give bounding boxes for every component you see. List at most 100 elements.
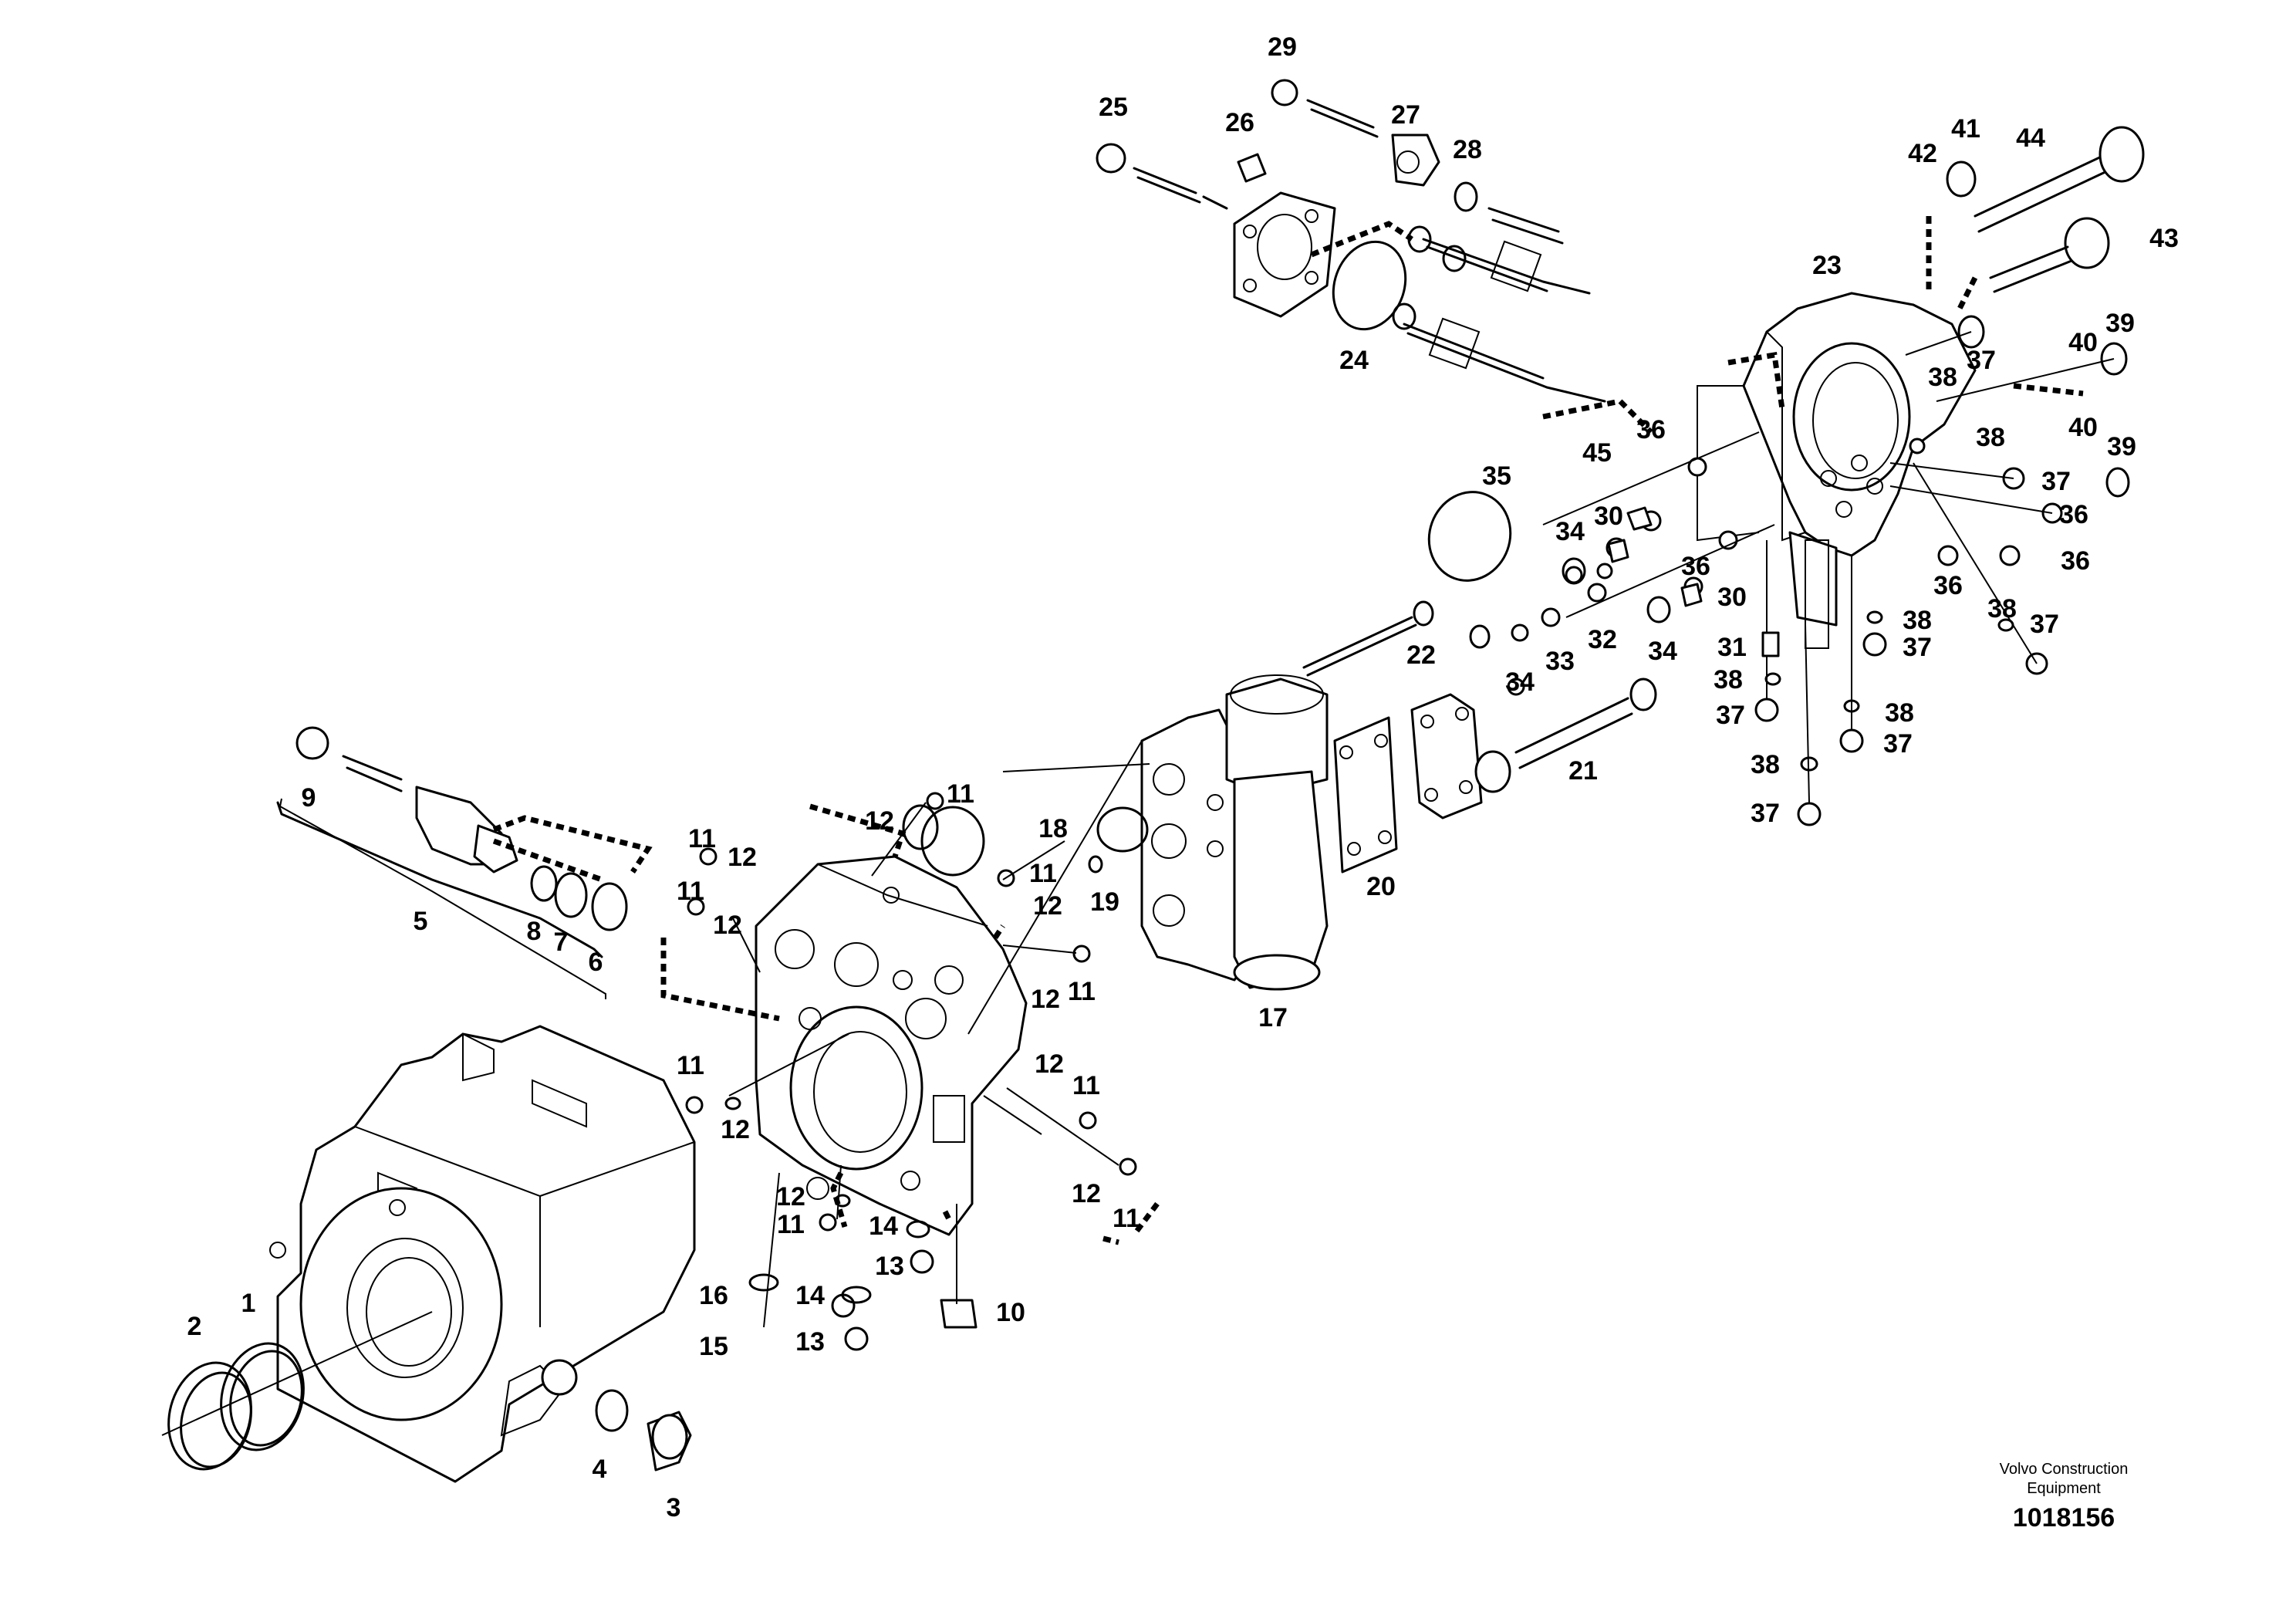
leader-lines (728, 331, 2115, 1328)
control-block (1096, 674, 1329, 991)
callout-7: 7 (554, 928, 569, 957)
callout-11f: 11 (677, 1051, 704, 1080)
callout-12e: 12 (1031, 985, 1060, 1014)
callout-4: 4 (593, 1455, 607, 1484)
callout-18: 18 (1038, 814, 1068, 843)
brand-line-2: Equipment (2027, 1480, 2101, 1497)
callout-17: 17 (1258, 1003, 1288, 1032)
callout-29: 29 (1268, 32, 1297, 62)
callout-37a: 37 (1967, 346, 1996, 375)
callout-30a: 30 (1594, 502, 1623, 531)
bolts (1302, 600, 1657, 769)
callout-26: 26 (1225, 108, 1254, 137)
callout-44: 44 (2016, 123, 2045, 153)
callout-11d: 11 (1029, 859, 1057, 888)
callout-11g: 11 (1072, 1071, 1100, 1100)
callout-12g: 12 (1035, 1049, 1064, 1079)
callout-37c: 37 (1903, 633, 1932, 662)
figure-number: 1018156 (2013, 1503, 2115, 1532)
callout-32: 32 (1588, 625, 1617, 654)
callout-13a: 13 (875, 1252, 904, 1281)
callout-36a: 36 (1636, 415, 1666, 444)
callout-9: 9 (302, 783, 316, 813)
callout-33: 33 (1545, 647, 1575, 676)
callout-37d: 37 (2030, 610, 2059, 639)
pilot-valve-assembly (1096, 79, 1606, 403)
callout-41: 41 (1951, 114, 1980, 144)
callout-38b: 38 (1976, 423, 2005, 452)
callout-14b: 14 (795, 1281, 825, 1310)
callout-12f: 12 (721, 1115, 750, 1144)
callout-19: 19 (1090, 887, 1119, 917)
callout-12c: 12 (713, 911, 742, 940)
callout-11c: 11 (677, 877, 704, 906)
callout-38a: 38 (1928, 363, 1957, 392)
callout-37f: 37 (1716, 701, 1745, 730)
callout-11e: 11 (1068, 977, 1096, 1006)
callout-40b: 40 (2068, 413, 2098, 442)
callout-16: 16 (699, 1281, 728, 1310)
callout-12h: 12 (1072, 1179, 1101, 1208)
servo-housing (1697, 292, 1977, 649)
callout-11b: 11 (688, 824, 716, 853)
callout-14a: 14 (869, 1211, 898, 1241)
callout-12b: 12 (728, 843, 757, 872)
callout-5: 5 (414, 907, 428, 936)
callout-27: 27 (1391, 100, 1420, 130)
callout-15: 15 (699, 1332, 728, 1361)
small-parts (1469, 506, 1780, 657)
callout-1: 1 (241, 1289, 256, 1318)
callout-30b: 30 (1717, 583, 1747, 612)
cover-plates (1333, 693, 1511, 874)
callout-45: 45 (1582, 438, 1612, 468)
callout-31: 31 (1717, 633, 1747, 662)
brand-line-1: Volvo Construction (2000, 1461, 2129, 1478)
callout-11h: 11 (1113, 1204, 1140, 1233)
callout-34c: 34 (1505, 667, 1535, 697)
callout-8: 8 (527, 917, 542, 946)
callout-36d: 36 (1681, 552, 1710, 581)
callout-37e: 37 (1883, 729, 1913, 759)
callout-34a: 34 (1555, 517, 1585, 546)
callout-34b: 34 (1648, 637, 1677, 666)
callout-12d: 12 (1033, 891, 1062, 921)
callout-40a: 40 (2068, 328, 2098, 357)
callout-36c: 36 (2061, 546, 2090, 576)
callout-38f: 38 (1885, 698, 1914, 728)
callout-38g: 38 (1751, 750, 1780, 779)
callout-37g: 37 (1751, 799, 1780, 828)
callout-36b: 36 (2059, 500, 2088, 529)
callout-20: 20 (1366, 872, 1396, 901)
pump-housing (269, 1025, 696, 1483)
callout-28: 28 (1453, 135, 1482, 164)
callout-12a: 12 (865, 806, 894, 836)
relief-valve-assembly (276, 726, 628, 958)
callout-6: 6 (589, 948, 603, 977)
callout-25: 25 (1099, 93, 1128, 122)
fittings (685, 792, 1137, 1351)
callout-2: 2 (187, 1312, 202, 1341)
end-caps (1946, 126, 2145, 498)
callout-24: 24 (1339, 346, 1369, 375)
callout-42: 42 (1908, 139, 1937, 168)
callout-38e: 38 (1987, 594, 2017, 623)
callout-21: 21 (1568, 756, 1598, 786)
callout-11i: 11 (777, 1210, 805, 1239)
callout-23: 23 (1812, 251, 1842, 280)
callout-39a: 39 (2105, 309, 2135, 338)
callout-36e: 36 (1933, 571, 1963, 600)
callout-35: 35 (1482, 461, 1511, 491)
figure-footer: Volvo Construction Equipment 1018156 (2000, 1461, 2129, 1532)
snap-ring-assembly (161, 1311, 433, 1471)
callout-3: 3 (667, 1493, 681, 1522)
callout-38c: 38 (1714, 665, 1743, 694)
end-plate (755, 855, 1028, 1236)
group-bracket (279, 798, 606, 999)
seal-rings (724, 610, 2014, 1304)
callout-22: 22 (1406, 640, 1436, 670)
callout-labels: 1 2 3 4 5 6 7 8 9 10 11 11 11 11 11 11 1… (187, 32, 2179, 1522)
callout-43: 43 (2149, 224, 2179, 253)
callout-37b: 37 (2041, 467, 2071, 496)
dashed-connectors (492, 216, 2084, 1245)
callout-39b: 39 (2107, 432, 2136, 461)
